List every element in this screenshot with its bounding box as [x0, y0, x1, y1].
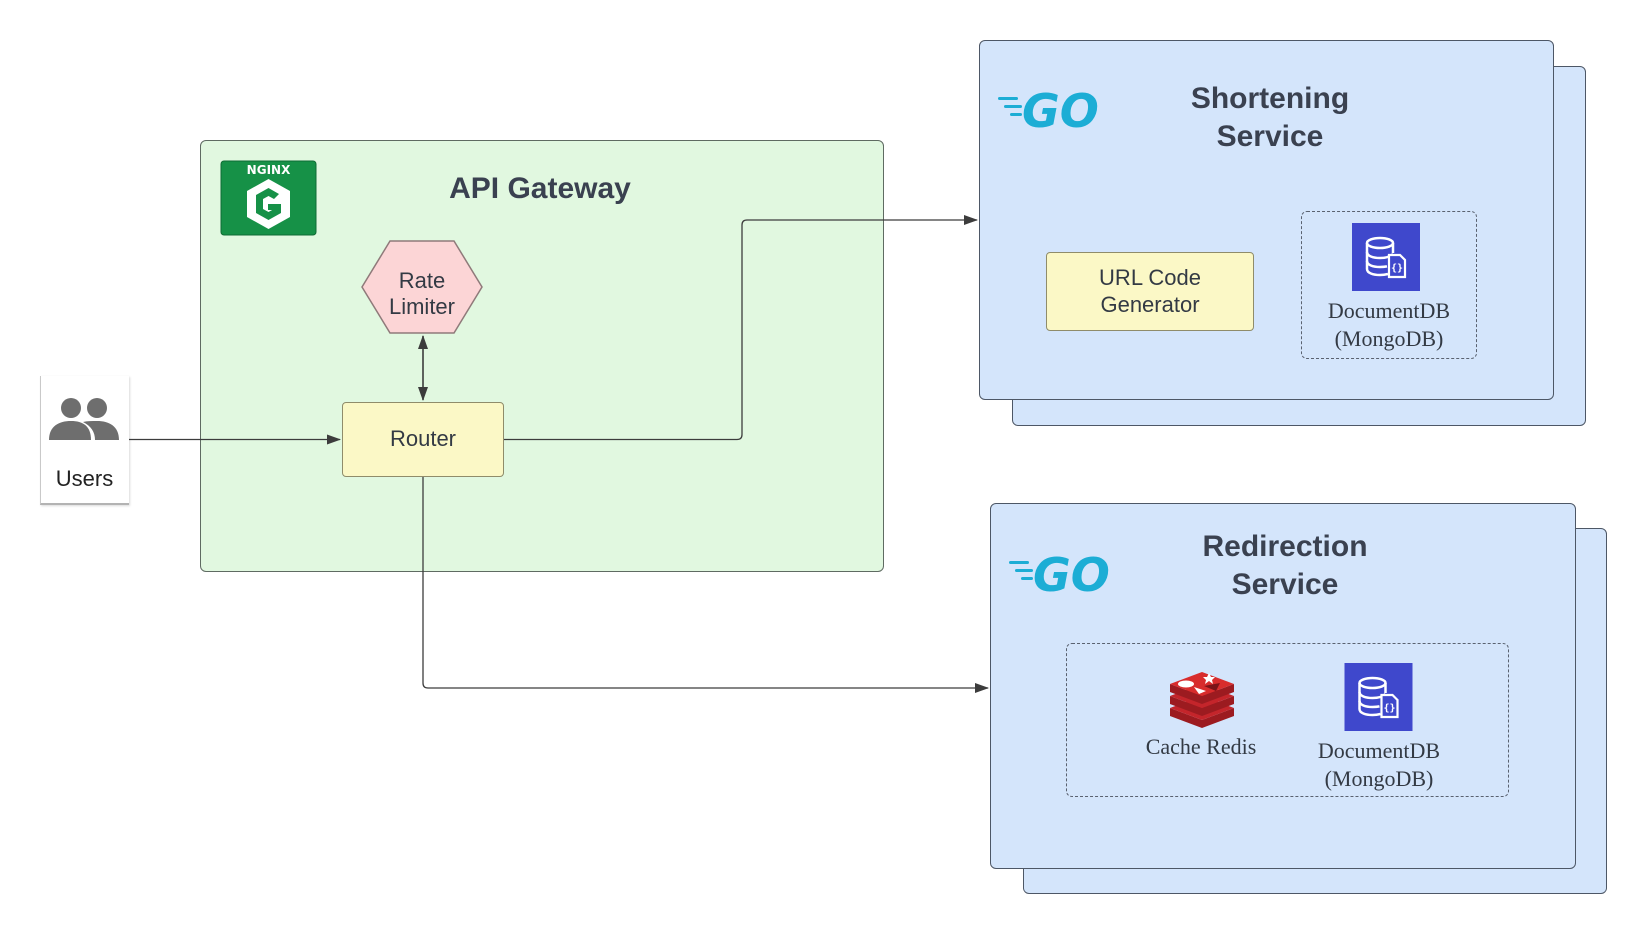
users-icon	[49, 398, 119, 440]
router-node: Router	[342, 402, 504, 477]
svg-text:{}: {}	[1391, 263, 1403, 274]
go-logo-icon: GO	[1009, 548, 1110, 596]
url-code-generator-node: URL Code Generator	[1046, 252, 1254, 331]
nginx-icon: NGINX	[220, 160, 317, 236]
rate-limiter-label: Rate Limiter	[388, 267, 455, 319]
shortening-service-container	[979, 40, 1554, 400]
documentdb-icon: {}	[1344, 663, 1413, 731]
shortening-service-title: Shortening Service	[1190, 82, 1350, 153]
cache-redis-label: Cache Redis	[1145, 734, 1257, 759]
redirection-storage-group	[1066, 643, 1509, 797]
rate-limiter-shape	[361, 240, 483, 334]
svg-text:{}: {}	[1383, 703, 1395, 714]
go-logo-text: GO	[1022, 84, 1099, 132]
go-logo-icon: GO	[998, 84, 1099, 132]
redirection-service-title: Redirection Service	[1202, 530, 1368, 601]
documentdb-icon: {}	[1352, 223, 1420, 291]
go-logo-text: GO	[1033, 548, 1110, 596]
api-gateway-title: API Gateway	[449, 172, 631, 205]
redirection-documentdb-label: DocumentDB (MongoDB)	[1317, 738, 1441, 791]
shortening-storage-group	[1301, 211, 1477, 359]
users-card	[40, 376, 129, 505]
redis-icon	[1170, 672, 1234, 728]
nginx-logo-text: NGINX	[247, 163, 291, 177]
redirection-service-container	[990, 503, 1576, 869]
users-label: Users	[55, 466, 114, 491]
shortening-documentdb-label: DocumentDB (MongoDB)	[1327, 298, 1451, 351]
